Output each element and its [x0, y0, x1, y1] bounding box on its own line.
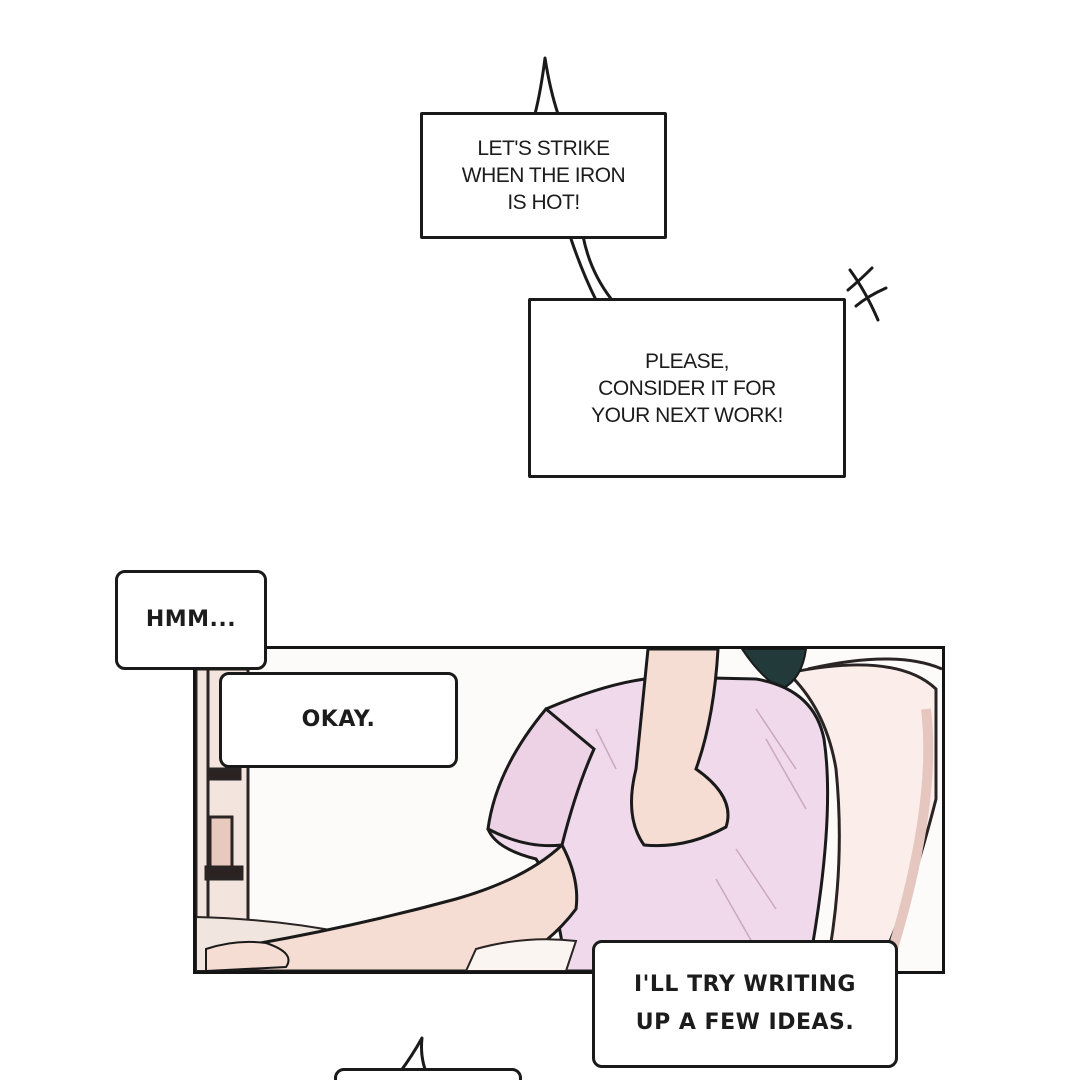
caption-consider: PLEASE, CONSIDER IT FOR YOUR NEXT WORK!	[528, 298, 846, 478]
sparkle-icon	[846, 266, 888, 322]
bubble-hmm: HMM...	[115, 570, 267, 670]
bubble-hmm-text: HMM...	[145, 607, 237, 632]
bubble-okay: OKAY.	[219, 672, 458, 768]
caption-tail-top	[533, 56, 560, 116]
caption-strike: LET'S STRIKE WHEN THE IRON IS HOT!	[420, 112, 667, 239]
next-bubble-tail	[398, 1036, 428, 1074]
caption-strike-text: LET'S STRIKE WHEN THE IRON IS HOT!	[461, 137, 626, 214]
bubble-okay-text: OKAY.	[301, 707, 376, 732]
hand	[205, 940, 290, 971]
caption-connector	[568, 235, 616, 302]
raised-arm	[630, 649, 730, 848]
bubble-ideas: I'LL TRY WRITING UP A FEW IDEAS.	[592, 940, 898, 1068]
sleeve	[486, 706, 596, 848]
bubble-next-partial	[334, 1068, 522, 1080]
caption-consider-text: PLEASE, CONSIDER IT FOR YOUR NEXT WORK!	[591, 349, 783, 427]
bubble-ideas-text: I'LL TRY WRITING UP A FEW IDEAS.	[633, 972, 856, 1035]
